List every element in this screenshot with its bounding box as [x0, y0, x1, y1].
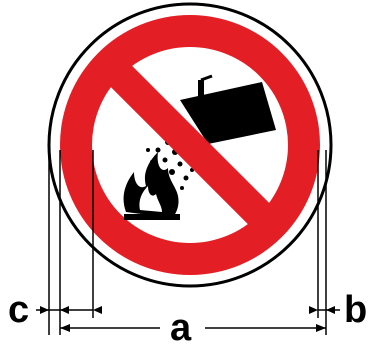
prohibition-sign [47, 2, 333, 288]
dimension-label-b: b [344, 289, 367, 331]
bucket-icon [180, 74, 276, 144]
dimension-lines [36, 150, 340, 335]
dimension-arrowheads [40, 306, 335, 332]
dimension-label-a: a [170, 307, 192, 344]
prohibition-bar [99, 54, 281, 236]
dimension-label-c: c [8, 289, 29, 331]
fire-icon [123, 152, 180, 220]
